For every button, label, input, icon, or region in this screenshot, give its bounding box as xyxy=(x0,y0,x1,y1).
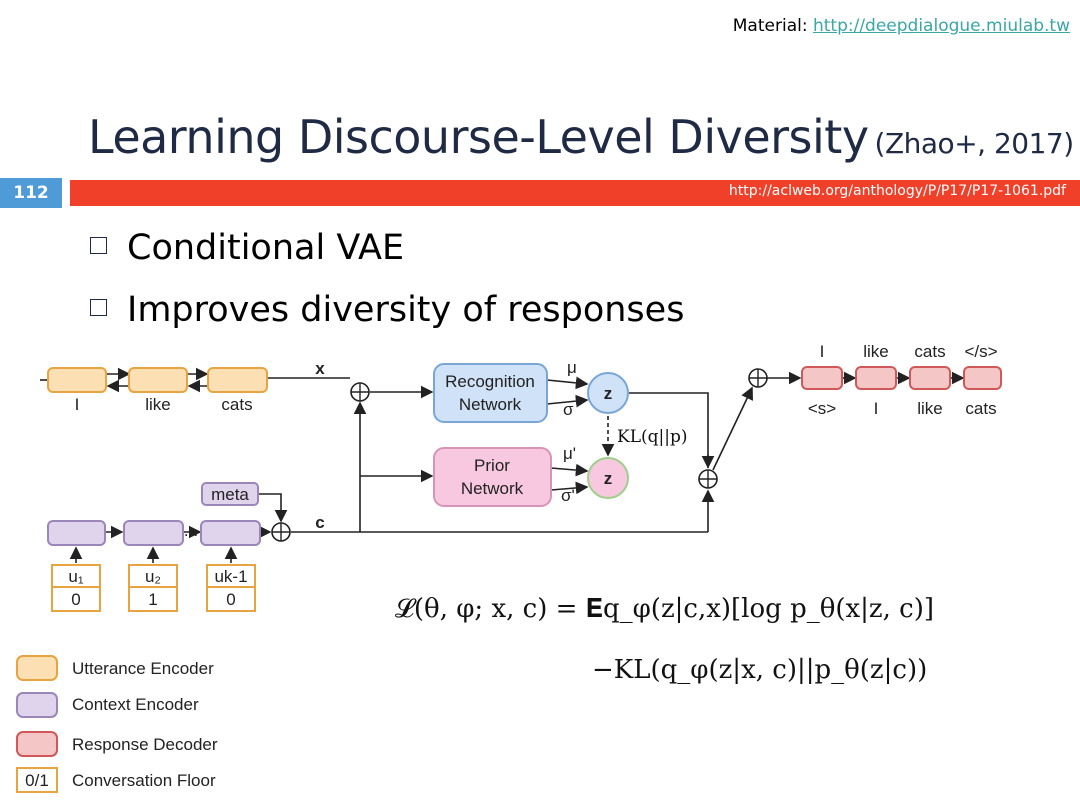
paper-url[interactable]: http://aclweb.org/anthology/P/P17/P17-10… xyxy=(728,183,1066,199)
sigma-label: σ xyxy=(563,400,574,419)
utterance-word: like xyxy=(145,395,171,414)
decoder-input: I xyxy=(874,399,879,418)
accent-bar xyxy=(70,180,1080,206)
context-encoder: ... xyxy=(47,520,261,546)
c-label: c xyxy=(315,513,324,532)
page-number-badge: 112 xyxy=(0,178,62,208)
bullet-square-icon xyxy=(90,236,107,254)
meta-label: meta xyxy=(211,485,249,504)
legend-swatch xyxy=(16,655,58,681)
recognition-label: Recognition xyxy=(445,372,535,391)
recognition-label: Network xyxy=(459,395,522,414)
decoder-output: I xyxy=(820,342,825,361)
legend-swatch-text: 0/1 xyxy=(25,771,49,790)
legend-swatch xyxy=(16,692,58,718)
title-citation: (Zhao+, 2017) xyxy=(874,127,1075,160)
decoder-input: like xyxy=(917,399,943,418)
legend-swatch xyxy=(16,731,58,757)
material-credit: Material: http://deepdialogue.miulab.tw xyxy=(733,16,1070,36)
ellipsis: ... xyxy=(184,521,198,540)
decoder-input: cats xyxy=(965,399,996,418)
legend-swatch xyxy=(16,767,58,793)
equation-line-1: 𝓛(θ, φ; x, c) = 𝐄q_φ(z|c,x)[log p_θ(x|z,… xyxy=(395,594,934,624)
decoder-input: <s> xyxy=(808,399,836,418)
conversation-floor: u₁ u₂ uk-1 0 1 0 xyxy=(51,564,256,612)
bullet-text: Improves diversity of responses xyxy=(127,290,685,330)
legend: Utterance Encoder Context Encoder Respon… xyxy=(16,655,218,793)
legend-label: Utterance Encoder xyxy=(72,659,214,678)
z-label: z xyxy=(604,384,613,403)
floor-utterance: u₁ xyxy=(68,567,83,586)
material-link[interactable]: http://deepdialogue.miulab.tw xyxy=(812,16,1070,36)
slide-title: Learning Discourse-Level Diversity(Zhao+… xyxy=(88,110,1074,164)
utterance-encoder: I like cats xyxy=(47,367,268,414)
floor-value: 0 xyxy=(226,590,235,609)
equation-line-2: −KL(q_φ(z|x, c)||p_θ(z|c)) xyxy=(592,655,927,685)
legend-label: Conversation Floor xyxy=(72,771,216,790)
floor-value: 0 xyxy=(71,590,80,609)
meta-box xyxy=(201,482,259,506)
bullet-item: Conditional VAE xyxy=(90,228,404,268)
bullet-item: Improves diversity of responses xyxy=(90,290,684,330)
kl-label: KL(q||p) xyxy=(617,427,687,447)
legend-label: Context Encoder xyxy=(72,695,199,714)
floor-value: 1 xyxy=(148,590,157,609)
bullet-square-icon xyxy=(90,298,107,316)
z-label: z xyxy=(604,469,613,488)
z-posterior-node xyxy=(587,372,629,414)
prior-label: Prior xyxy=(474,456,510,475)
decoder-output: cats xyxy=(914,342,945,361)
prior-label: Network xyxy=(461,479,524,498)
legend-label: Response Decoder xyxy=(72,735,218,754)
prior-network xyxy=(433,447,552,507)
utterance-word: I xyxy=(75,395,80,414)
response-decoder: I like cats </s> <s> I like cats xyxy=(801,342,1002,418)
decoder-output: </s> xyxy=(964,342,997,361)
utterance-word: cats xyxy=(221,395,252,414)
mu-prime-label: μ' xyxy=(563,444,576,463)
floor-utterance: u₂ xyxy=(145,567,161,586)
x-label: x xyxy=(315,359,325,378)
material-label: Material: xyxy=(732,16,813,36)
decoder-output: like xyxy=(863,342,889,361)
bullet-text: Conditional VAE xyxy=(127,228,405,268)
title-text: Learning Discourse-Level Diversity xyxy=(88,110,869,164)
floor-utterance: uk-1 xyxy=(214,567,247,586)
sigma-prime-label: σ' xyxy=(561,486,575,505)
recognition-network xyxy=(433,363,548,423)
z-prior-node xyxy=(587,457,629,499)
mu-label: μ xyxy=(567,358,577,377)
